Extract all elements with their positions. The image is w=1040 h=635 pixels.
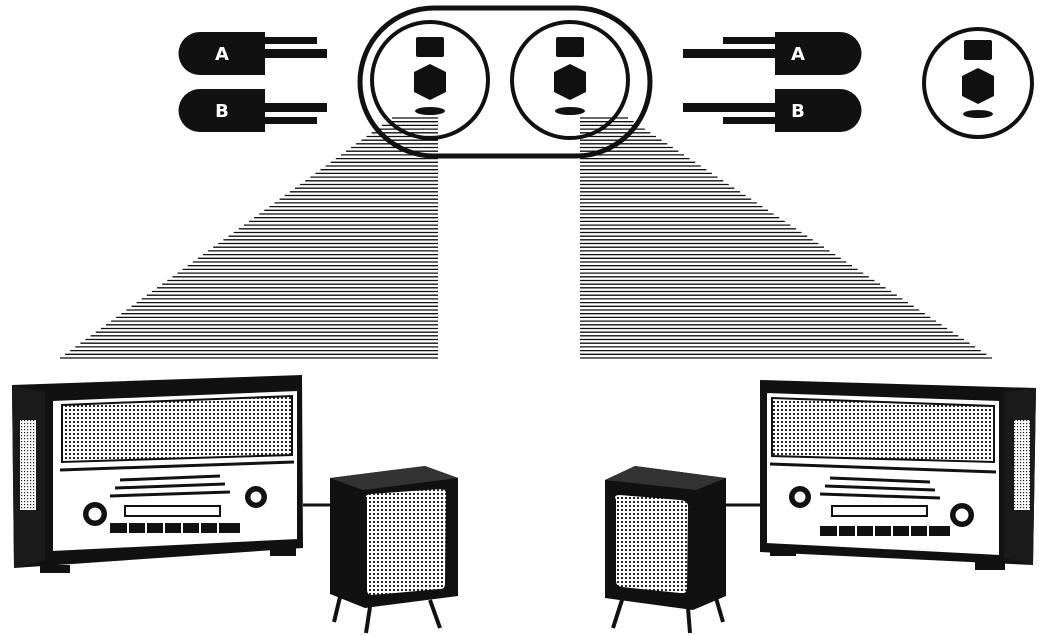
socket-right bbox=[510, 20, 630, 140]
preset-keys bbox=[110, 523, 240, 533]
side-vent-right bbox=[1014, 420, 1030, 510]
side-vent-left bbox=[20, 420, 36, 510]
plug-right-a: A bbox=[683, 32, 862, 75]
knob-right bbox=[950, 503, 974, 527]
plug-right-b: B bbox=[683, 89, 862, 132]
dial-scale bbox=[819, 476, 941, 517]
preset-keys bbox=[820, 526, 950, 536]
speaker-grille bbox=[61, 394, 293, 464]
speaker-cabinet-right bbox=[605, 466, 726, 634]
speaker-grille bbox=[363, 486, 449, 598]
plug-left-a: A bbox=[178, 32, 327, 75]
socket-single bbox=[922, 27, 1034, 139]
signal-beam-left bbox=[60, 117, 438, 359]
radio-left bbox=[12, 375, 303, 573]
signal-beam-right bbox=[580, 117, 992, 359]
plug-label: A bbox=[791, 44, 805, 65]
plug-left-b: B bbox=[178, 89, 327, 132]
dial-scale bbox=[109, 474, 231, 517]
knob-left bbox=[789, 486, 811, 508]
knob-left bbox=[83, 502, 107, 526]
plug-label: B bbox=[215, 101, 229, 122]
speaker-grille bbox=[613, 492, 691, 596]
plug-label: A bbox=[215, 44, 229, 65]
radio-right bbox=[760, 380, 1036, 570]
plug-label: B bbox=[791, 101, 805, 122]
knob-right bbox=[245, 486, 267, 508]
twin-socket-panel bbox=[357, 5, 653, 159]
speaker-cabinet-left bbox=[330, 466, 458, 634]
speaker-grille bbox=[771, 396, 995, 464]
socket-left bbox=[370, 20, 490, 140]
